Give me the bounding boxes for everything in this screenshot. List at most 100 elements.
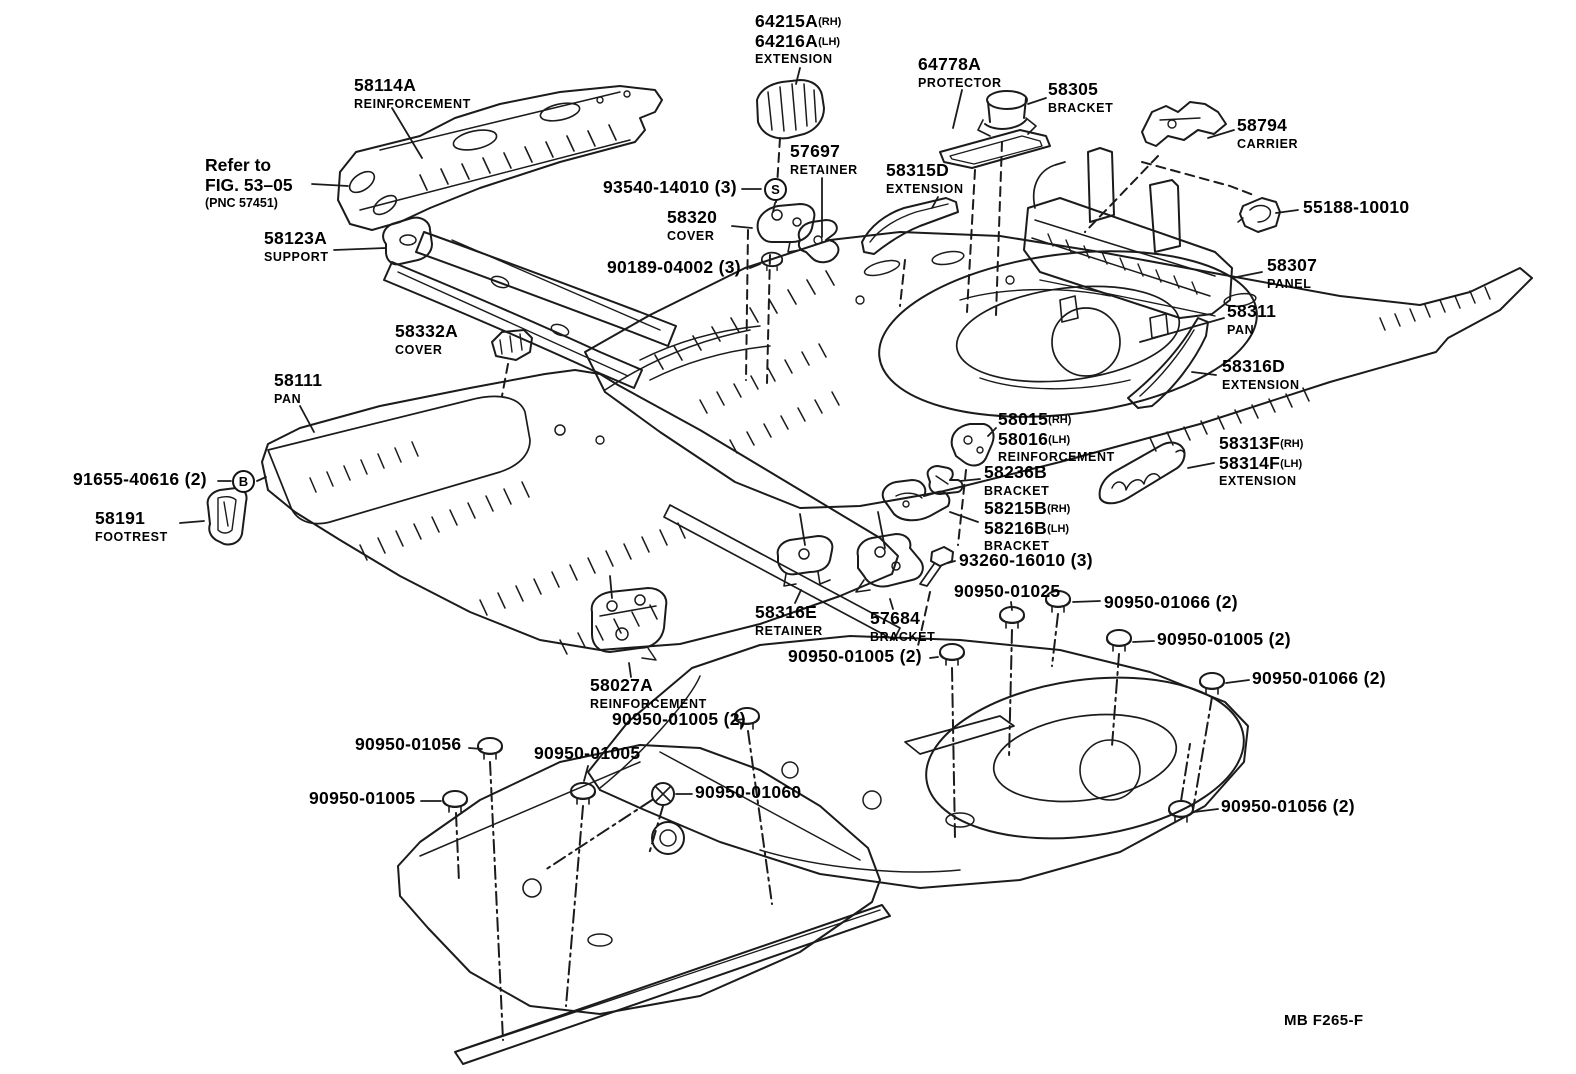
part-58313f-extension-icon	[1098, 441, 1186, 505]
part-label-line: Refer to	[205, 155, 272, 175]
part-label-line: 58016(LH)	[998, 428, 1071, 449]
part-label-line: 58794	[1237, 115, 1288, 135]
part-label-90189-04002: 90189-04002 (3)	[607, 258, 741, 278]
part-label-line: 64216A(LH)	[755, 30, 841, 51]
leader-lines	[179, 67, 1299, 813]
part-label-line: RETAINER	[790, 162, 858, 177]
part-64215a-extension-icon	[756, 79, 825, 140]
part-label-line: REINFORCEMENT	[998, 450, 1115, 465]
part-58027a-reinforcement-icon	[590, 587, 668, 661]
part-label-90950-01005-e: 90950-01005	[309, 789, 415, 809]
part-label-90950-01056-a: 90950-01056	[355, 735, 461, 755]
grommet-plug-cross-icon	[651, 782, 675, 806]
part-label-line: 90189-04002 (3)	[607, 257, 741, 277]
part-label-line: 90950-01005 (2)	[788, 646, 922, 666]
part-64778a-protector-icon	[939, 129, 1051, 169]
part-label-line: BRACKET	[984, 539, 1050, 554]
grommet-plugs	[442, 251, 1225, 823]
part-label-line: 91655-40616 (2)	[73, 469, 207, 489]
part-label-58313f-58314f: 58313F(RH)58314F(LH)EXTENSION	[1219, 434, 1303, 490]
part-label-line: 58332A	[395, 321, 459, 341]
bolt-symbol-b: B	[232, 470, 255, 493]
part-label-line: FOOTREST	[95, 529, 168, 544]
screw-symbol-s: S	[764, 178, 787, 201]
part-label-line: BRACKET	[870, 629, 936, 644]
part-57684-bracket-icon	[855, 533, 924, 593]
part-55188-clip-icon	[1237, 197, 1281, 233]
part-label-line: COVER	[667, 228, 715, 243]
part-lower-left-cover	[397, 744, 891, 1065]
part-label-line: PROTECTOR	[918, 75, 1002, 90]
part-label-line: 58027A	[590, 675, 654, 695]
part-label-line: 90950-01066 (2)	[1252, 668, 1386, 688]
part-label-line: 58320	[667, 207, 718, 227]
part-label-line: 90950-01060	[695, 782, 802, 802]
part-label-line: REINFORCEMENT	[590, 696, 707, 711]
part-label-line: PAN	[1227, 322, 1255, 337]
part-label-90950-01005-d: 90950-01005	[534, 744, 640, 764]
part-label-line: FIG. 53–05	[205, 174, 293, 195]
part-label-line: 64215A(RH)	[755, 11, 842, 31]
part-label-90950-01025: 90950-01025	[954, 582, 1060, 602]
part-58236b-bracket-icon	[926, 465, 964, 495]
part-lower-right-cover	[587, 635, 1249, 889]
part-label-line: EXTENSION	[755, 52, 833, 67]
part-label-58215b-58216b: 58215B(RH)58216B(LH)BRACKET	[984, 499, 1070, 555]
part-58114a-reinforcement	[337, 85, 663, 231]
part-label-line: BRACKET	[984, 483, 1050, 498]
part-label-line: 58307	[1267, 255, 1318, 275]
part-93260-bolt-icon	[919, 546, 954, 587]
part-label-line: REINFORCEMENT	[354, 96, 471, 111]
part-label-line: COVER	[395, 342, 443, 357]
part-label-90950-01005-b: 90950-01005 (2)	[788, 647, 922, 667]
part-label-line: 58314F(LH)	[1219, 452, 1303, 473]
part-label-line: PANEL	[1267, 276, 1312, 291]
part-label-line: 58305	[1048, 79, 1099, 99]
part-58123a-support	[382, 216, 677, 389]
part-label-93540-14010: 93540-14010 (3)	[603, 178, 737, 198]
part-label-line: 58123A	[264, 228, 328, 248]
part-label-line: 58316E	[755, 602, 818, 622]
part-label-line: PAN	[274, 391, 302, 406]
part-label-line: EXTENSION	[886, 181, 964, 196]
dashed-assembly-lines	[501, 137, 1257, 647]
part-label-line: 58111	[274, 370, 323, 390]
part-label-line: EXTENSION	[1219, 474, 1297, 489]
part-label-line: SUPPORT	[264, 249, 329, 264]
dash-dot-plug-lines	[455, 613, 1213, 1041]
part-label-line: 58316D	[1222, 356, 1286, 376]
part-label-line: 58311	[1227, 301, 1277, 321]
part-58332a-cover-icon	[491, 329, 533, 361]
part-58215b-bracket-icon	[881, 479, 951, 522]
part-label-93260-16010: 93260-16010 (3)	[959, 551, 1093, 571]
part-label-line: RETAINER	[755, 623, 823, 638]
part-label-line: 90950-01005	[534, 743, 641, 763]
part-label-line: 90950-01056	[355, 734, 462, 754]
part-label-line: 58015(RH)	[998, 409, 1072, 429]
part-label-line: 90950-01005	[309, 788, 416, 808]
part-label-line: 57697	[790, 141, 841, 161]
part-58311-rear-floor-pan	[584, 231, 1533, 509]
part-label-line: CARRIER	[1237, 136, 1299, 151]
part-label-line: BRACKET	[1048, 100, 1114, 115]
part-58794-carrier-icon	[1141, 101, 1227, 147]
figure-code: MB F265-F	[1284, 1012, 1364, 1029]
part-58015-reinforcement-icon	[950, 423, 995, 467]
part-58320-cover-icon	[756, 203, 816, 253]
part-label-line: 58215B(RH)	[984, 498, 1071, 518]
